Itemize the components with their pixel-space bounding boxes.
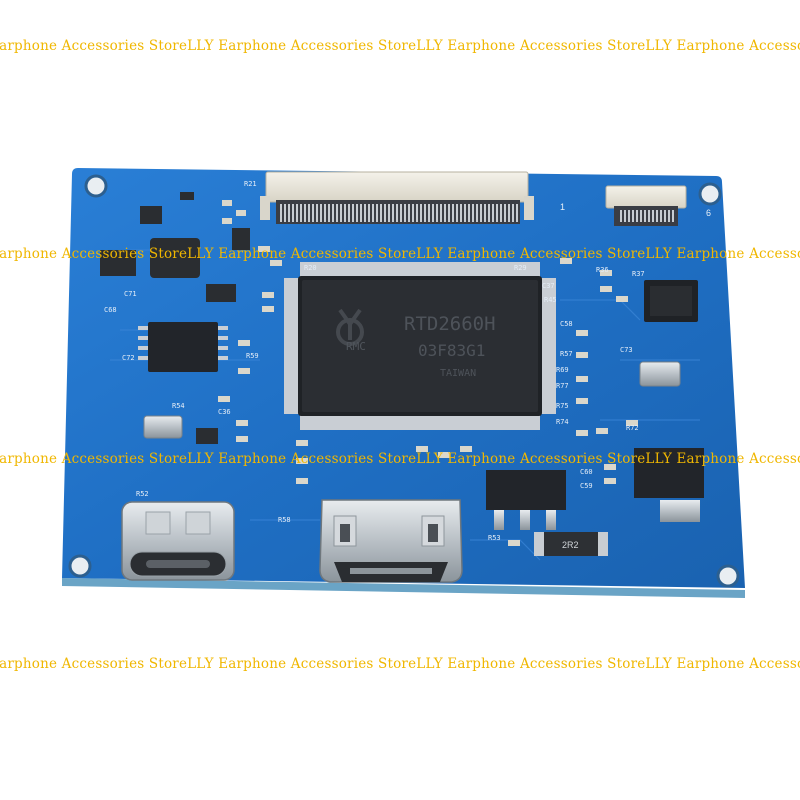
watermark-row: LLY Earphone Accessories StoreLLY Earpho… — [0, 451, 800, 467]
chip-logo-text: RMC — [346, 340, 366, 353]
crystal-oscillator-right — [639, 361, 681, 387]
transistor — [232, 228, 250, 250]
inductor-label: 2R2 — [562, 540, 579, 550]
chip-line-3: TAIWAN — [440, 368, 476, 379]
silkscreen-labels: R20 R29 R36 C37 R45 C58 R57 R59 R54 C36 … — [104, 180, 645, 542]
regulator — [100, 250, 136, 276]
svg-text:C36: C36 — [218, 408, 231, 416]
inductor — [150, 238, 200, 278]
svg-text:R69: R69 — [556, 366, 569, 374]
main-chip: RMC RTD2660H 03F83G1 TAIWAN — [284, 262, 556, 430]
svg-text:R20: R20 — [304, 264, 317, 272]
svg-text:C58: C58 — [560, 320, 573, 328]
qfn-ic — [644, 280, 698, 322]
svg-text:R58: R58 — [278, 516, 291, 524]
crystal-oscillator — [143, 415, 183, 439]
svg-text:C60: C60 — [580, 468, 593, 476]
svg-text:C37: C37 — [542, 282, 555, 290]
svg-text:R36: R36 — [596, 266, 609, 274]
mounting-holes — [68, 174, 740, 588]
svg-text:C71: C71 — [124, 290, 137, 298]
svg-text:R21: R21 — [244, 180, 257, 188]
voltage-regulator-1 — [486, 470, 566, 530]
fpc-connector-large — [260, 171, 534, 224]
transistor — [196, 428, 218, 444]
svg-text:C59: C59 — [580, 482, 593, 490]
transistor — [140, 206, 162, 224]
svg-text:C68: C68 — [104, 306, 117, 314]
inductor-2r2: 2R2 — [534, 532, 608, 556]
svg-text:R57: R57 — [560, 350, 573, 358]
transistor — [206, 284, 236, 302]
svg-text:R74: R74 — [556, 418, 569, 426]
chip-line-2: 03F83G1 — [418, 341, 485, 360]
voltage-regulator-2 — [634, 448, 704, 522]
pin-1-label: 1 — [560, 202, 565, 212]
svg-text:R45: R45 — [544, 296, 557, 304]
smd-components — [180, 192, 638, 546]
flash-ic — [138, 322, 228, 372]
svg-text:R54: R54 — [172, 402, 185, 410]
chip-logo-icon — [336, 308, 364, 346]
chip-line-1: RTD2660H — [404, 313, 496, 335]
svg-text:R75: R75 — [556, 402, 569, 410]
svg-text:R59: R59 — [246, 352, 259, 360]
svg-text:R37: R37 — [632, 270, 645, 278]
svg-text:R53: R53 — [488, 534, 501, 542]
watermark-row: LLY Earphone Accessories StoreLLY Earpho… — [0, 246, 800, 262]
watermark-row: LLY Earphone Accessories StoreLLY Earpho… — [0, 38, 800, 54]
usb-c-port-icon — [121, 501, 235, 581]
fpc-connector-small — [605, 185, 687, 226]
svg-text:C73: C73 — [620, 346, 633, 354]
svg-text:R52: R52 — [136, 490, 149, 498]
mini-hdmi-port-icon — [319, 499, 463, 583]
svg-text:C72: C72 — [122, 354, 135, 362]
svg-text:R77: R77 — [556, 382, 569, 390]
svg-text:R72: R72 — [626, 424, 639, 432]
svg-text:R29: R29 — [514, 264, 527, 272]
pin-6-label: 6 — [706, 208, 711, 218]
watermark-row: LLY Earphone Accessories StoreLLY Earpho… — [0, 656, 800, 672]
